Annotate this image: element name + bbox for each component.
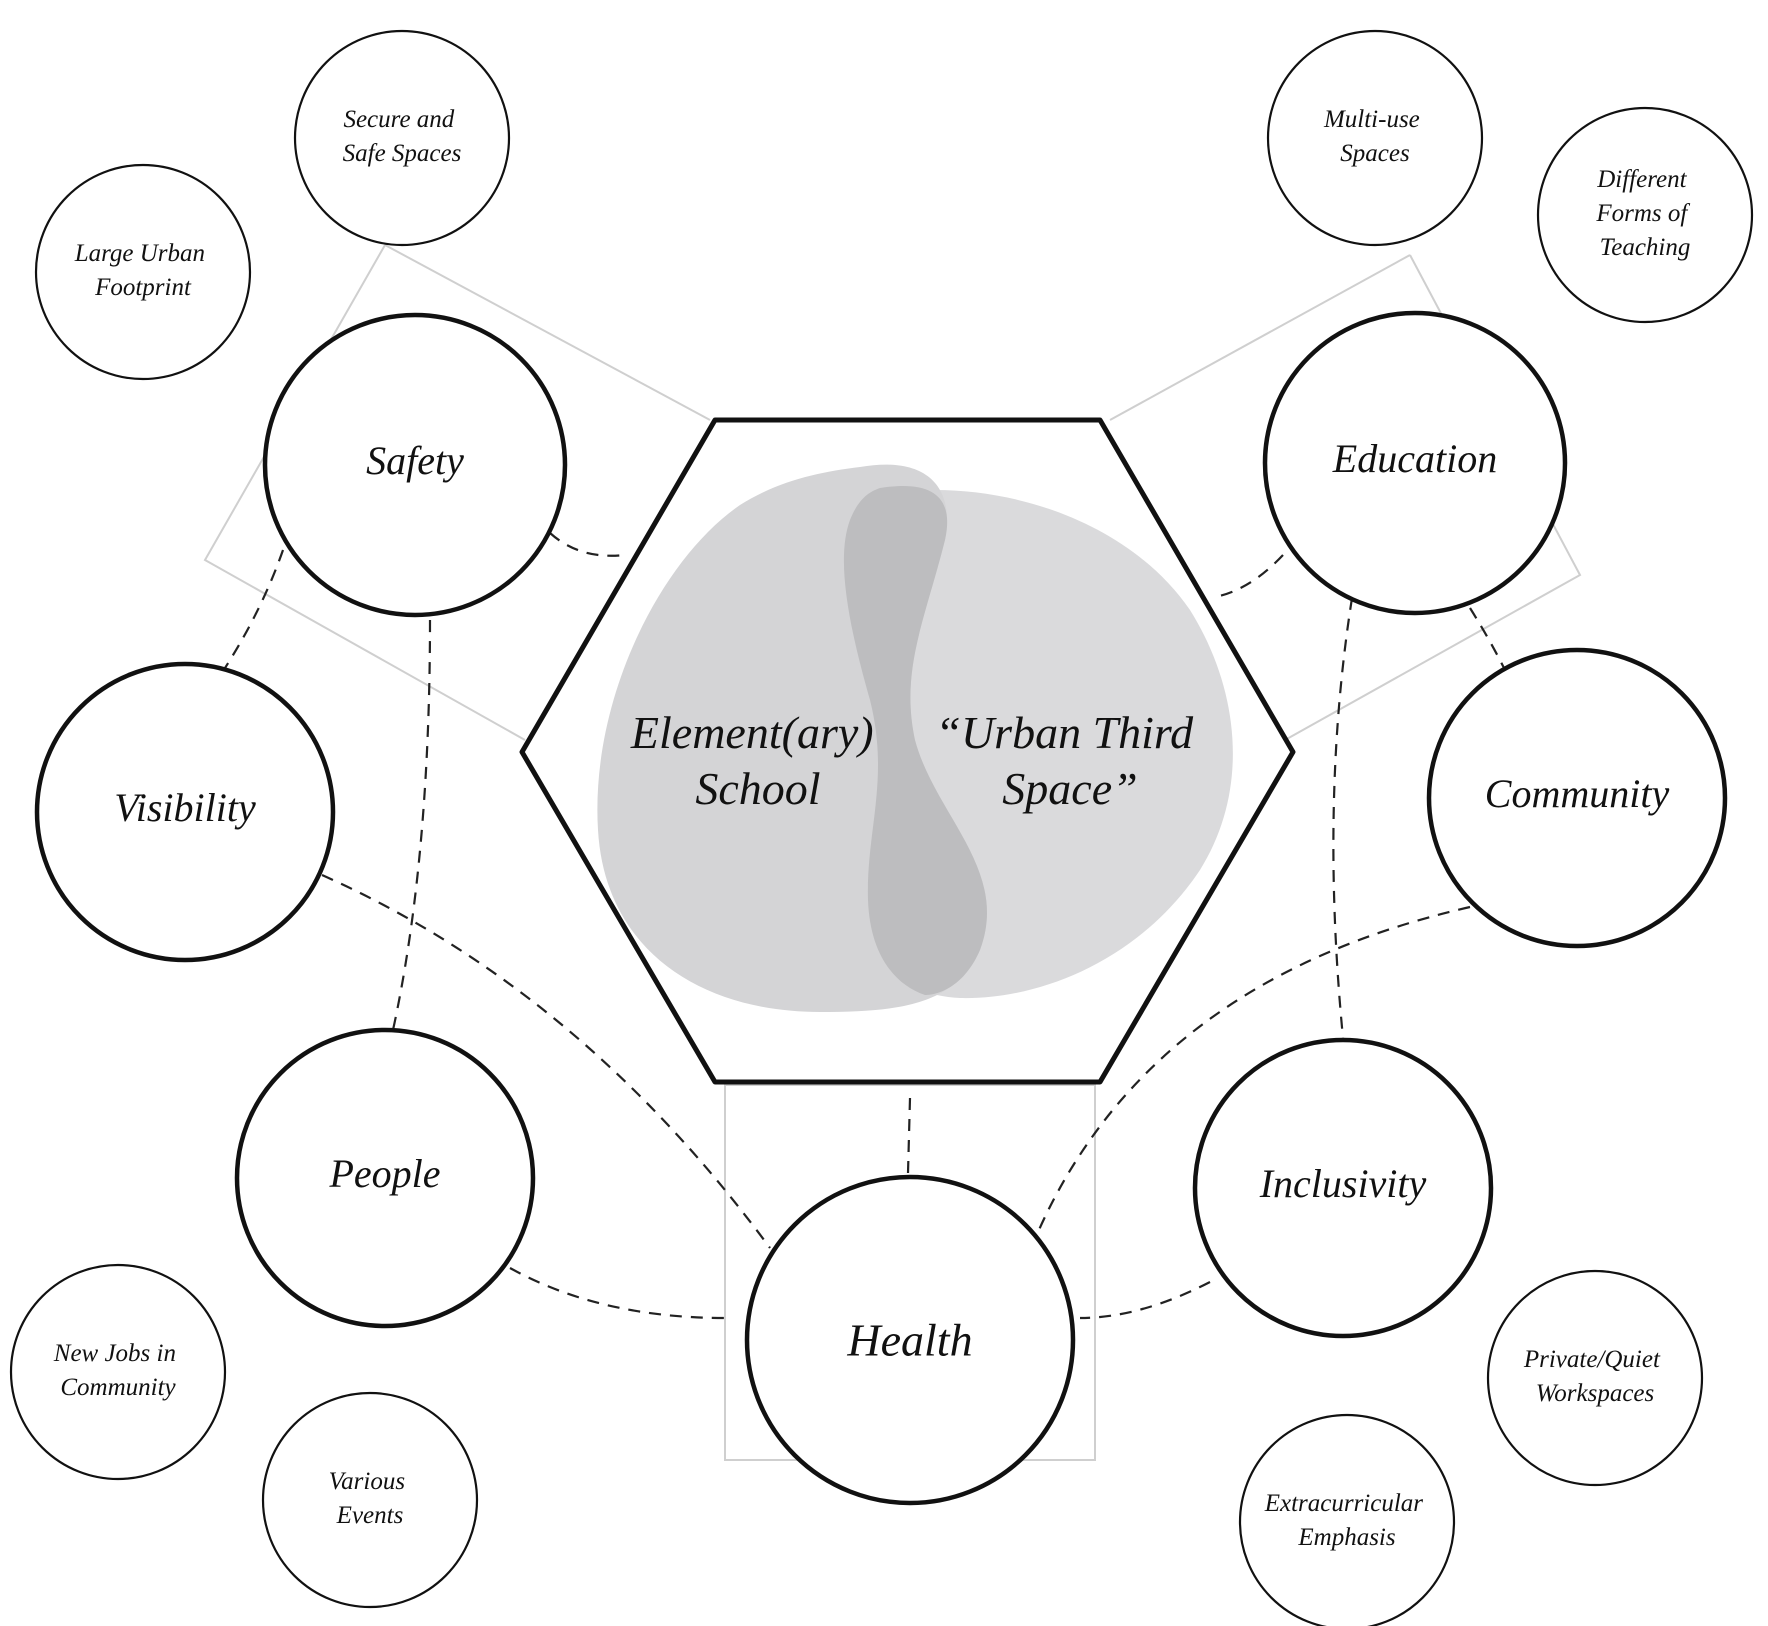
node-community: Community xyxy=(1426,647,1728,949)
node-extracurricular: Extracurricular Emphasis xyxy=(1238,1413,1456,1626)
safety-frame-link xyxy=(384,244,711,421)
center-right-line-2: Space” xyxy=(1002,763,1137,814)
node-large-urban: Large Urban Footprint xyxy=(34,163,252,381)
private-quiet-line-1: Private/Quiet xyxy=(1523,1346,1661,1373)
connector-safety-visibility xyxy=(224,549,285,669)
connector-hexagon-health xyxy=(906,1097,912,1174)
extracurricular-line-2: Emphasis xyxy=(1297,1524,1395,1551)
various-events-label: Various Events xyxy=(329,1468,412,1529)
connector-education-community xyxy=(1469,607,1506,671)
node-private-quiet: Private/Quiet Workspaces xyxy=(1486,1269,1704,1487)
private-quiet-line-2: Workspaces xyxy=(1536,1380,1655,1407)
different-forms-line-2: Forms of xyxy=(1595,200,1690,227)
connector-education-inclusivity xyxy=(1332,597,1354,1039)
node-secure-safe: Secure and Safe Spaces xyxy=(293,29,511,247)
inclusivity-label: Inclusivity xyxy=(1259,1161,1427,1206)
connector-inclusivity-health xyxy=(1079,1281,1211,1320)
extracurricular-line-1: Extracurricular xyxy=(1264,1490,1424,1517)
secure-safe-line-1: Secure and xyxy=(343,106,454,133)
new-jobs-label: New Jobs in Community xyxy=(53,1340,182,1401)
connector-community-health xyxy=(1036,905,1471,1233)
connector-safety-hexagon xyxy=(549,532,626,557)
connectors xyxy=(224,532,1506,1320)
node-safety: Safety xyxy=(262,312,568,618)
different-forms-line-3: Teaching xyxy=(1600,234,1691,261)
various-events-line-1: Various xyxy=(329,1468,405,1495)
new-jobs-line-2: Community xyxy=(60,1374,176,1401)
different-forms-line-1: Different xyxy=(1596,166,1687,193)
multi-use-line-2: Spaces xyxy=(1340,140,1409,167)
node-different-forms: Different Forms of Teaching xyxy=(1536,106,1754,324)
center-left-label: Element(ary) School xyxy=(630,707,885,814)
node-various-events: Various Events xyxy=(261,1391,479,1609)
large-urban-line-1: Large Urban xyxy=(74,240,205,267)
visibility-label: Visibility xyxy=(114,785,256,830)
private-quiet-label: Private/Quiet Workspaces xyxy=(1523,1346,1666,1407)
secure-safe-line-2: Safe Spaces xyxy=(343,140,462,167)
node-multi-use: Multi-use Spaces xyxy=(1266,29,1484,247)
education-frame-link xyxy=(1109,254,1411,421)
connector-people-health xyxy=(509,1267,726,1320)
center-hub: Element(ary) School “Urban Third Space” xyxy=(519,417,1296,1085)
new-jobs-line-1: New Jobs in xyxy=(53,1340,176,1367)
education-label: Education xyxy=(1332,436,1497,481)
extracurricular-label: Extracurricular Emphasis xyxy=(1264,1490,1430,1551)
different-forms-label: Different Forms of Teaching xyxy=(1595,166,1693,261)
safety-label: Safety xyxy=(366,438,464,483)
secure-safe-label: Secure and Safe Spaces xyxy=(343,106,462,167)
node-inclusivity: Inclusivity xyxy=(1192,1037,1494,1339)
node-education: Education xyxy=(1262,310,1568,616)
large-urban-line-2: Footprint xyxy=(94,274,192,301)
health-label: Health xyxy=(846,1315,972,1366)
node-new-jobs: New Jobs in Community xyxy=(9,1263,227,1481)
center-right-label: “Urban Third Space” xyxy=(935,707,1204,814)
large-urban-label: Large Urban Footprint xyxy=(74,240,212,301)
connector-education-hexagon xyxy=(1214,554,1284,599)
various-events-line-2: Events xyxy=(336,1502,404,1529)
people-label: People xyxy=(328,1151,440,1196)
center-left-line-2: School xyxy=(695,763,820,814)
node-health: Health xyxy=(744,1174,1076,1506)
blob-overlap xyxy=(843,485,987,995)
multi-use-label: Multi-use Spaces xyxy=(1323,106,1426,167)
center-right-line-1: “Urban Third xyxy=(935,707,1194,758)
node-people: People xyxy=(234,1027,536,1329)
connector-safety-people xyxy=(391,619,432,1031)
community-label: Community xyxy=(1485,771,1670,816)
multi-use-line-1: Multi-use xyxy=(1323,106,1420,133)
center-left-line-1: Element(ary) xyxy=(630,707,874,758)
node-visibility: Visibility xyxy=(34,661,336,963)
